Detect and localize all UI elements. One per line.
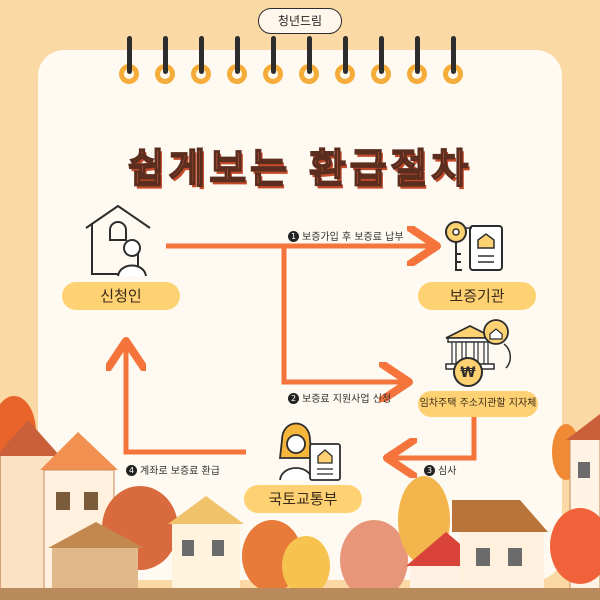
step-number-badge: 4 (126, 465, 137, 476)
binding-hook (199, 36, 204, 74)
binding-ring (299, 64, 319, 84)
binding-hook (271, 36, 276, 74)
arrow-step3 (392, 414, 477, 458)
flow-text: 보증가입 후 보증료 납부 (302, 232, 404, 243)
bank-won-icon: ₩ (445, 319, 511, 387)
binding-ring (227, 64, 247, 84)
key-document-icon (445, 221, 503, 271)
step-number-badge: 3 (424, 465, 435, 476)
binding-hook (235, 36, 240, 74)
arrow-step2 (281, 246, 404, 382)
brand-tag: 청년드림 (258, 8, 342, 34)
binding-hook (379, 36, 384, 74)
binding-ring (155, 64, 175, 84)
node-applicant: 신청인 (62, 282, 180, 310)
autumn-scenery (0, 396, 600, 600)
step-number-badge: 1 (288, 231, 299, 242)
official-document-icon (278, 422, 341, 481)
node-local-gov: 임차주택 주소지관할 지자체 (418, 391, 538, 417)
step-number-badge: 2 (288, 393, 299, 404)
node-ministry: 국토교통부 (244, 485, 362, 513)
svg-text:₩: ₩ (460, 365, 476, 381)
binding-hook (163, 36, 168, 74)
binding-ring (119, 64, 139, 84)
node-guarantor: 보증기관 (418, 282, 536, 310)
binding-ring (335, 64, 355, 84)
binding-hook (415, 36, 420, 74)
flow-text: 심사 (438, 466, 457, 477)
binding-ring (263, 64, 283, 84)
binding-hook (451, 36, 456, 74)
binding-ring (443, 64, 463, 84)
binding-ring (191, 64, 211, 84)
page-title: 쉽게보는 환급절차 (127, 145, 473, 193)
binding-hook (343, 36, 348, 74)
flow-text: 계좌로 보증료 환급 (140, 466, 220, 477)
binding-hook (127, 36, 132, 74)
arrow-step4 (126, 346, 246, 455)
binding-ring (371, 64, 391, 84)
binding-hook (307, 36, 312, 74)
flow-text: 보증료 지원사업 신청 (302, 394, 392, 405)
binding-ring (407, 64, 427, 84)
house-person-icon (85, 204, 151, 277)
